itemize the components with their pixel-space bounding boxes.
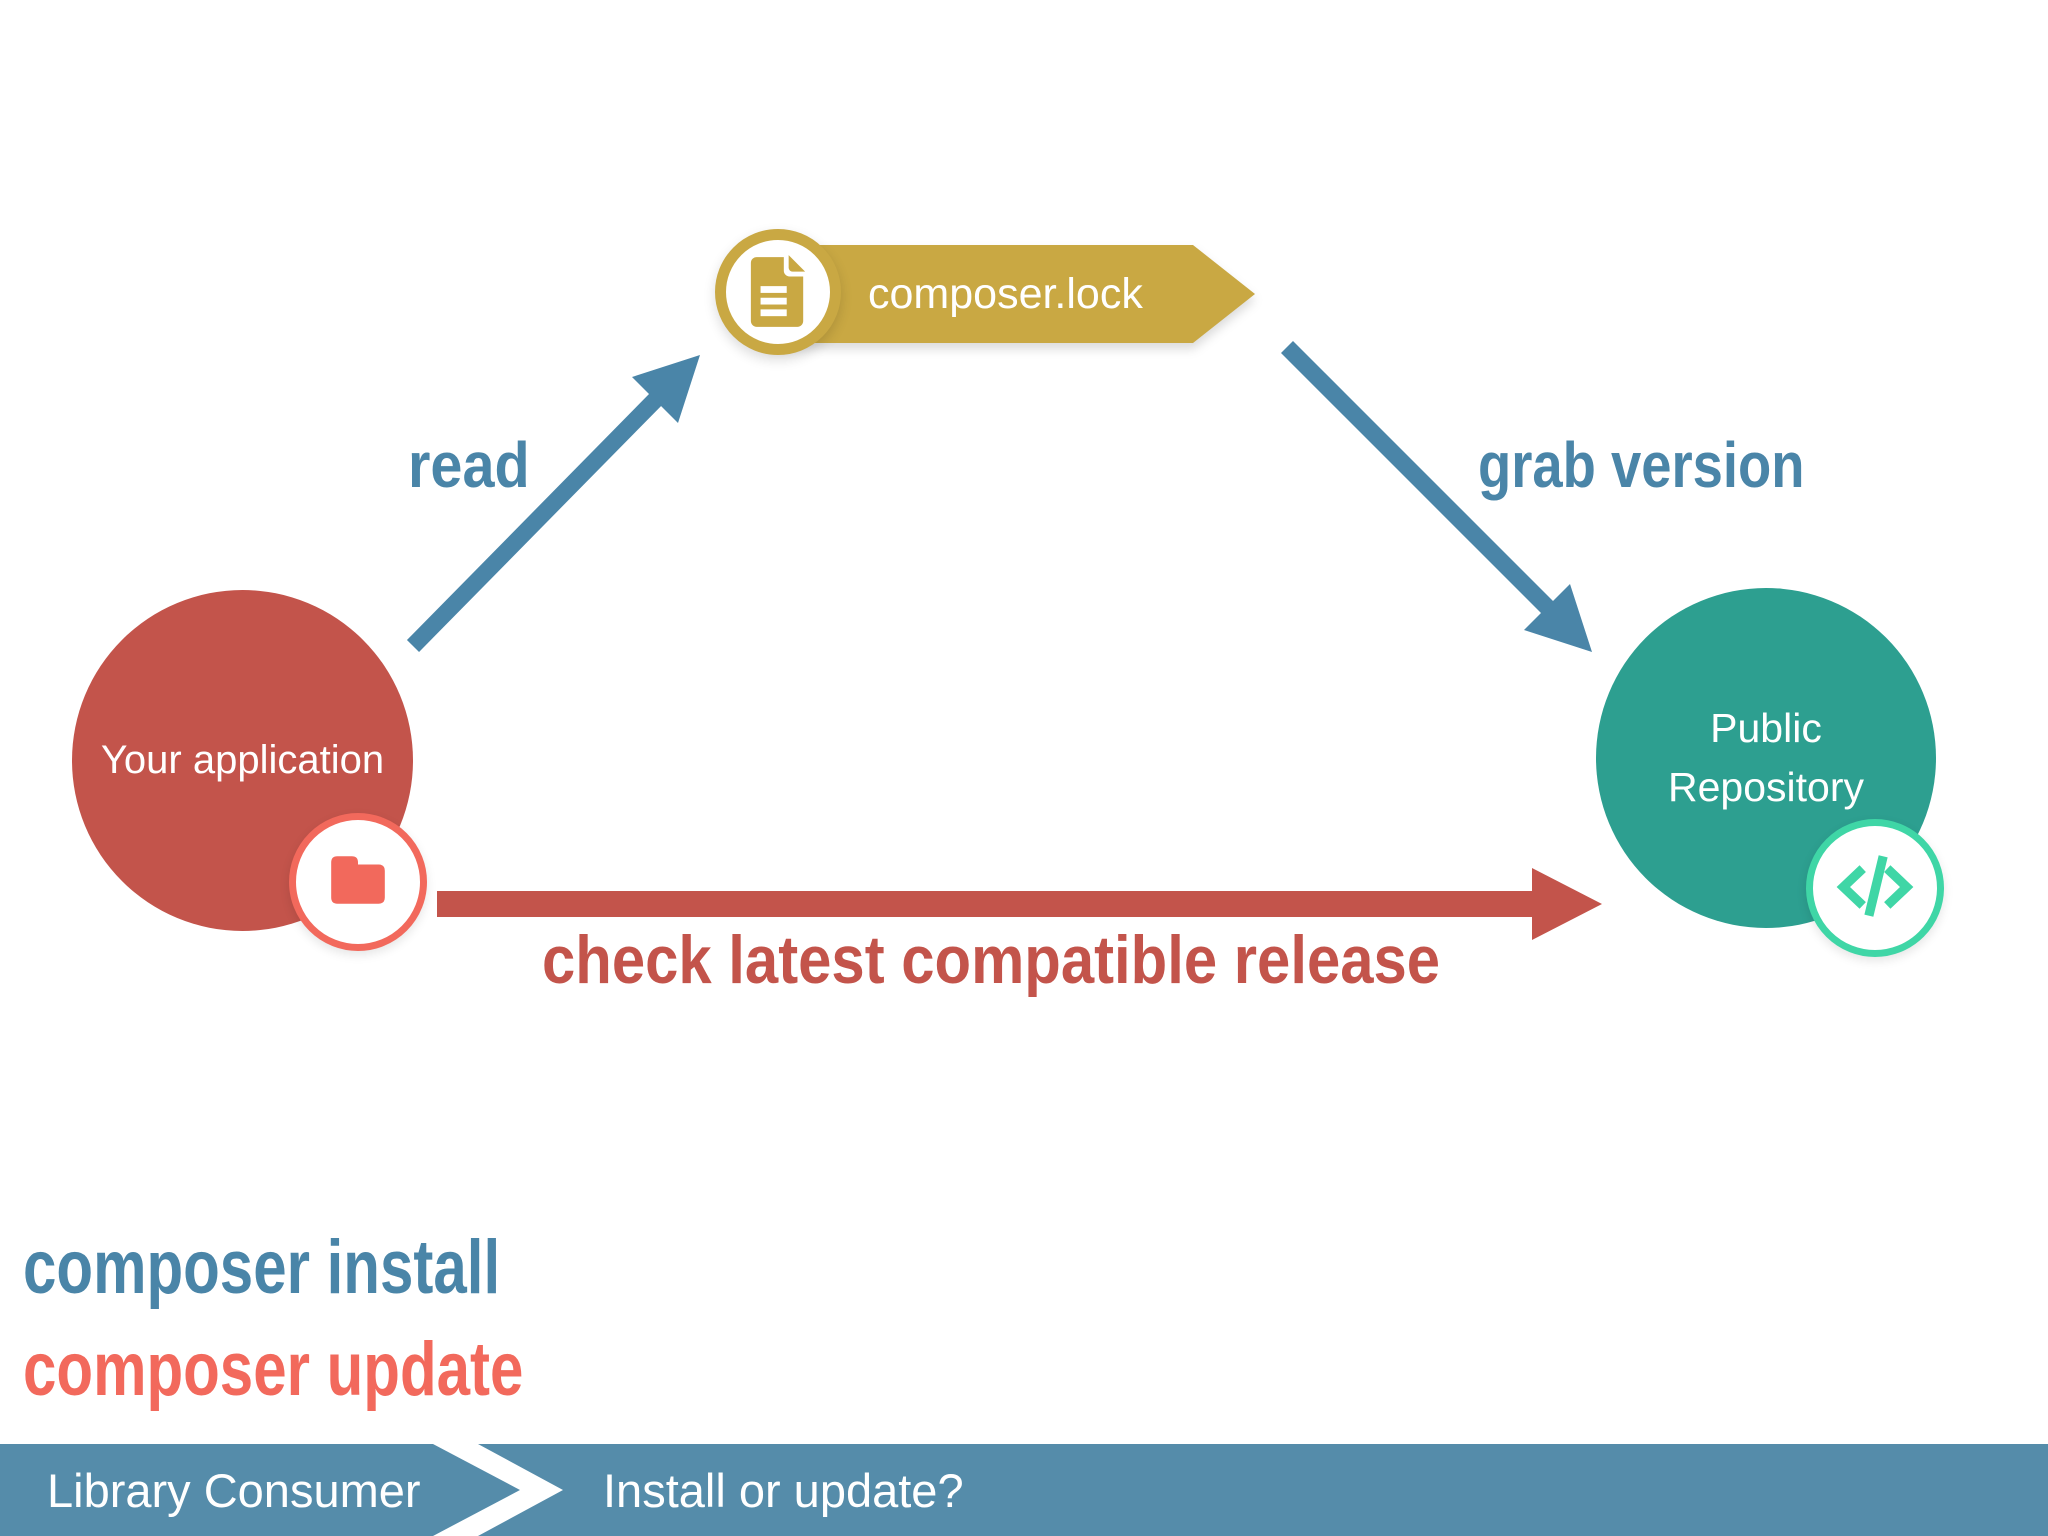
command-install-label: composer install <box>23 1225 501 1310</box>
grab-version-label: grab version <box>1478 429 1805 501</box>
footer-right-label: Install or update? <box>603 1463 964 1517</box>
check-release-label: check latest compatible release <box>542 922 1441 998</box>
repository-label: Public Repository <box>1668 705 1864 810</box>
code-icon <box>1829 840 1921 937</box>
document-icon <box>747 251 809 334</box>
lockfile-badge <box>715 229 841 355</box>
footer-left-segment <box>0 1444 520 1536</box>
application-badge <box>289 813 427 951</box>
folder-icon <box>325 852 391 913</box>
command-update-label: composer update <box>23 1327 524 1412</box>
repository-badge <box>1806 819 1944 957</box>
application-label: Your application <box>100 738 385 782</box>
footer-left-label: Library Consumer <box>47 1463 421 1517</box>
read-label: read <box>408 429 530 501</box>
footer-right-segment <box>478 1444 2048 1536</box>
lockfile-banner: composer.lock <box>770 245 1255 343</box>
lockfile-label: composer.lock <box>868 269 1143 318</box>
